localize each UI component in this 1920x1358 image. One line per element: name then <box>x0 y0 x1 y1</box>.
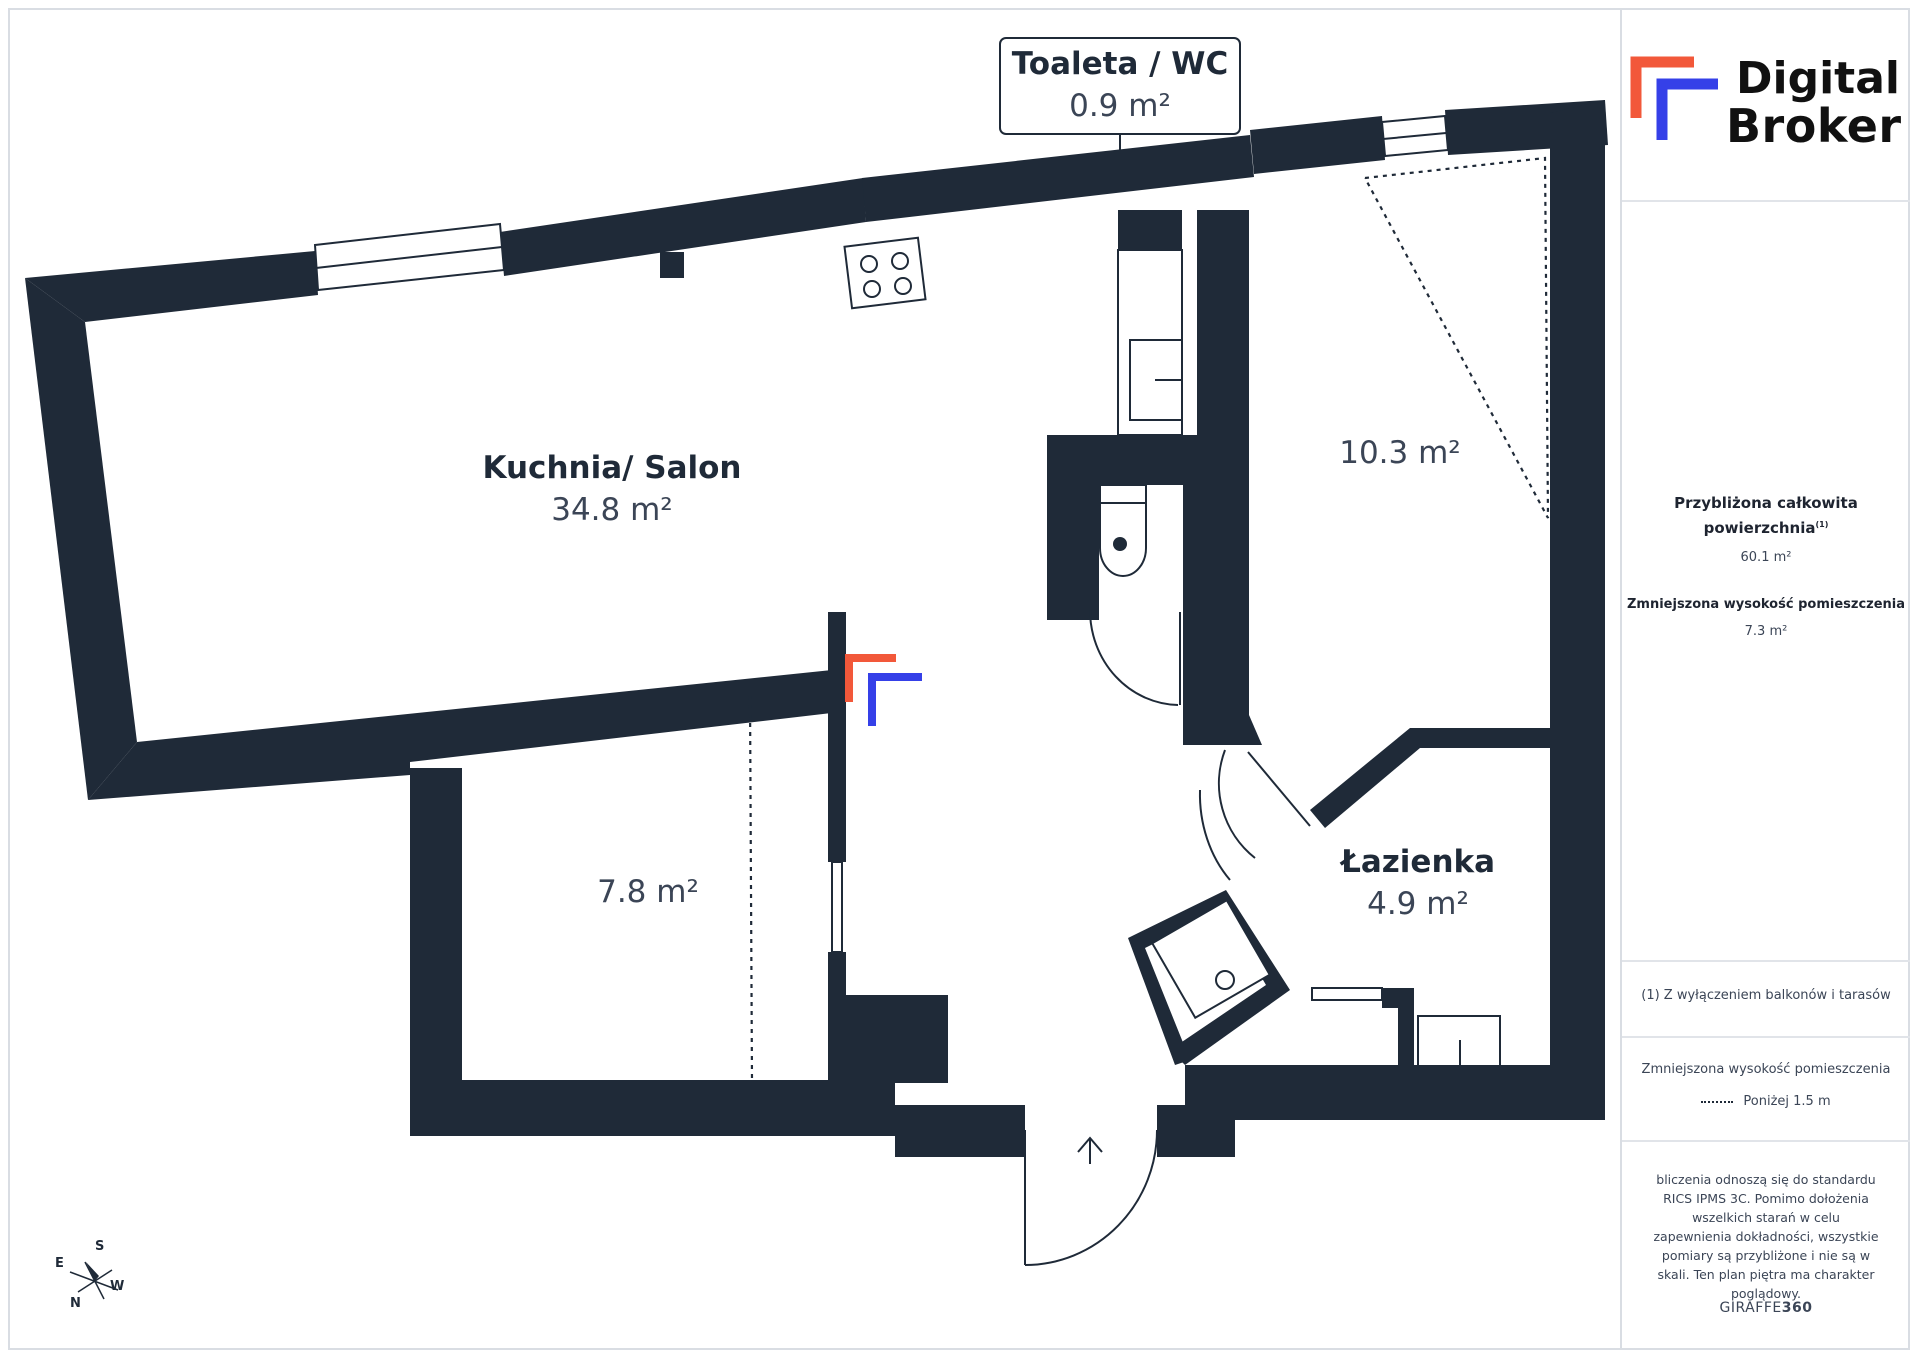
logo-wordmark: Digital Broker <box>1726 53 1902 153</box>
shower-tray <box>1150 898 1272 1020</box>
wall-stub-1 <box>660 252 684 278</box>
wall-wc-right-slant <box>1183 715 1262 745</box>
disclaimer-section: bliczenia odnoszą się do standardu RICS … <box>1622 1142 1910 1350</box>
logo-section: Digital Broker <box>1622 8 1910 202</box>
wall-right <box>1550 100 1605 1120</box>
info-sidebar: Digital Broker Przybliżona całkowita pow… <box>1620 8 1910 1350</box>
legend-item-label: Poniżej 1.5 m <box>1743 1094 1831 1109</box>
footnote-section: (1) Z wyłączeniem balkonów i tarasów <box>1622 962 1910 1038</box>
wall-partition-low <box>828 952 846 1082</box>
footnote-text: (1) Z wyłączeniem balkonów i tarasów <box>1641 988 1891 1003</box>
wc-label: Toaleta / WC <box>1012 46 1229 82</box>
reduced-line-bedroom <box>748 695 754 1083</box>
compass-e: E <box>55 1256 64 1271</box>
wc-callout: Toaleta / WC 0.9 m² <box>999 37 1241 170</box>
bathroom-area: 4.9 m² <box>1367 886 1469 922</box>
wall-entry-left2 <box>895 1105 1025 1157</box>
entrance-door-swing <box>1024 1129 1158 1266</box>
wall-closet-right <box>1197 210 1249 435</box>
shower-drain <box>1215 970 1235 990</box>
bathroom-label: Łazienka <box>1339 844 1495 880</box>
digital-broker-logo-icon <box>1630 56 1718 140</box>
wc-door-swing <box>1089 609 1179 706</box>
room-b-area: 7.8 m² <box>597 874 699 910</box>
cooktop <box>843 236 927 310</box>
wall-left <box>25 278 137 800</box>
fixtures <box>843 210 1501 1067</box>
dotted-line-icon <box>1701 1100 1734 1103</box>
window-bath <box>1311 987 1383 1001</box>
kitchen-area: 34.8 m² <box>551 492 673 528</box>
compass-w: W <box>110 1279 124 1294</box>
wall-hall-block <box>846 998 948 1083</box>
wall-top-right <box>1250 116 1385 174</box>
legend-title: Zmniejszona wysokość pomieszczenia <box>1641 1062 1891 1077</box>
bath-door-swing <box>1217 749 1256 859</box>
wall-wc-corner <box>1047 575 1087 620</box>
wall-top-mid2 <box>862 135 1254 222</box>
room-a-area: 10.3 m² <box>1339 435 1461 471</box>
logo-line-2: Broker <box>1726 99 1902 153</box>
giraffe360-brand: GIRAFFE360 <box>1719 1300 1813 1316</box>
legend-section: Zmniejszona wysokość pomieszczenia Poniż… <box>1622 1038 1910 1142</box>
wall-kitchen-bottom <box>88 670 840 800</box>
toilet-tank <box>1099 484 1147 504</box>
wall-bedroom-bottom <box>410 1080 895 1136</box>
wall-partition <box>828 612 846 862</box>
reduced-height-label: Zmniejszona wysokość pomieszczenia <box>1626 597 1906 612</box>
compass-s: S <box>95 1239 104 1254</box>
reduced-line-room-a <box>1364 156 1550 519</box>
wall-closet-left <box>1118 210 1182 250</box>
compass: E S W N <box>55 1239 124 1311</box>
walls <box>25 100 1608 1157</box>
total-area-value: 60.1 m² <box>1740 550 1792 565</box>
wall-bottom-right <box>1185 1065 1605 1120</box>
wc-area: 0.9 m² <box>1069 88 1171 124</box>
logo-line-1: Digital <box>1736 53 1900 104</box>
wall-bedroom-left <box>410 768 462 1136</box>
reduced-height-lines <box>748 156 1550 1083</box>
wall-top-mid <box>500 178 866 276</box>
legend-row: Poniżej 1.5 m <box>1622 1094 1910 1109</box>
area-section: Przybliżona całkowita powierzchnia(1) 60… <box>1622 202 1910 962</box>
reduced-height-value: 7.3 m² <box>1744 624 1788 639</box>
wall-top-left <box>25 251 318 322</box>
bath-door-leaf <box>1247 751 1311 827</box>
wall-stub-3 <box>1398 988 1414 1068</box>
windows <box>313 114 1450 1001</box>
disclaimer-text: bliczenia odnoszą się do standardu RICS … <box>1653 1172 1879 1301</box>
wall-wc-right <box>1183 435 1249 745</box>
total-area-label: Przybliżona całkowita powierzchnia(1) <box>1674 494 1858 537</box>
plan-frame <box>8 8 1910 1350</box>
compass-n: N <box>70 1296 81 1311</box>
kitchen-label: Kuchnia/ Salon <box>483 450 742 486</box>
watermark-logo <box>845 654 922 726</box>
wall-bath-top <box>1310 728 1550 828</box>
window-hall <box>831 861 843 953</box>
doors <box>1024 609 1311 1266</box>
